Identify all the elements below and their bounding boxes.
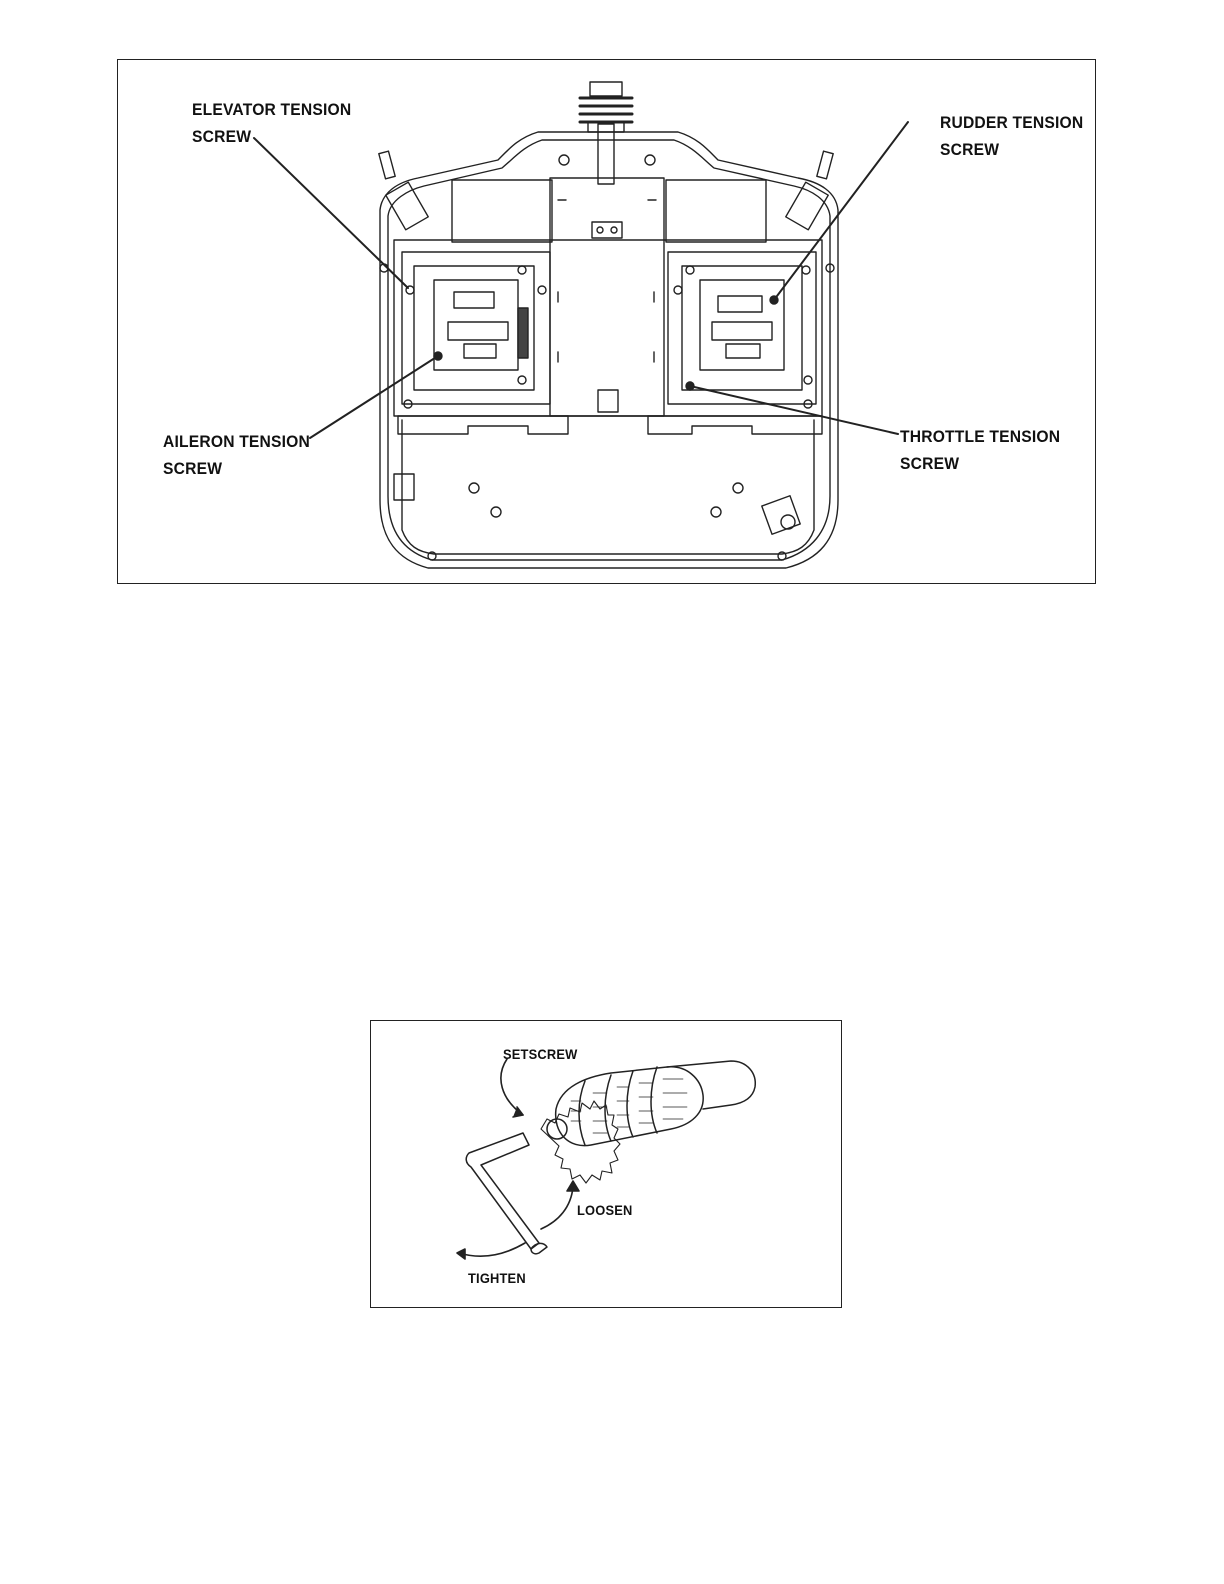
transmitter-diagram-frame: ELEVATOR TENSION SCREW RUDDER TENSION SC… [117,59,1096,584]
rotation-arrows [457,1059,579,1259]
stick-and-hex-key-drawing [371,1021,843,1309]
knurled-stick-grip [541,1061,755,1183]
label-rudder-tension-screw: RUDDER TENSION SCREW [940,109,1083,163]
label-elevator-tension-screw: ELEVATOR TENSION SCREW [192,96,351,150]
battery-compartment [550,178,664,416]
label-aileron-tension-screw: AILERON TENSION SCREW [163,428,310,482]
label-loosen: LOOSEN [577,1201,633,1219]
leader-lines [254,122,908,438]
antenna [580,82,632,184]
left-stick-gimbal [402,252,550,404]
label-tighten: TIGHTEN [468,1269,526,1287]
hex-key [466,1133,547,1254]
stick-adjustment-diagram-frame: SETSCREW LOOSEN TIGHTEN [370,1020,842,1308]
left-toggle-switch [379,151,428,230]
label-throttle-tension-screw: THROTTLE TENSION SCREW [900,423,1060,477]
label-setscrew: SETSCREW [503,1045,577,1063]
